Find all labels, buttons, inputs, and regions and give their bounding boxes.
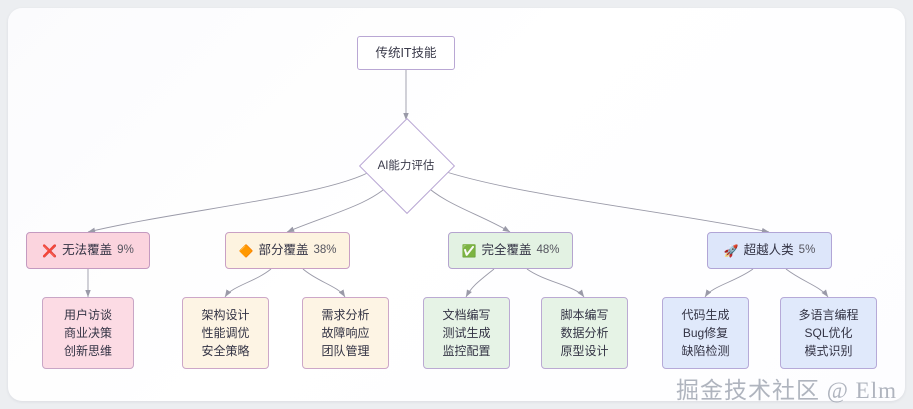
leaf-line: 用户访谈: [63, 308, 112, 322]
category-percent-1: 38%: [313, 243, 337, 256]
leaf-line: 多语言编程: [798, 308, 859, 322]
category-percent-0: 9%: [117, 243, 134, 256]
category-node-0[interactable]: ❌ 无法覆盖 9%: [26, 232, 150, 269]
leaf-line: 原型设计: [560, 344, 609, 358]
leaf-line: 团队管理: [321, 344, 370, 358]
category-node-2[interactable]: ✅ 完全覆盖 48%: [448, 232, 573, 269]
category-label-2: 完全覆盖: [481, 243, 532, 258]
leaf-line: Bug修复: [682, 326, 729, 340]
leaf-line: 代码生成: [681, 308, 730, 322]
node-root-label: 传统IT技能: [375, 45, 437, 60]
check-mark-icon: ✅: [461, 243, 477, 258]
leaf-node-2-0[interactable]: 文档编写 测试生成 监控配置: [423, 297, 510, 369]
rocket-icon: 🚀: [723, 243, 739, 258]
category-percent-3: 5%: [798, 243, 816, 256]
leaf-line: 安全策略: [201, 344, 250, 358]
leaf-node-2-1[interactable]: 脚本编写 数据分析 原型设计: [541, 297, 628, 369]
cross-mark-icon: ❌: [42, 243, 58, 258]
category-node-1[interactable]: 🔶 部分覆盖 38%: [225, 232, 350, 269]
leaf-line: 脚本编写: [560, 308, 609, 322]
leaf-line: 需求分析: [321, 308, 370, 322]
leaf-node-3-0[interactable]: 代码生成 Bug修复 缺陷检测: [662, 297, 749, 369]
watermark: 掘金技术社区 @ Elm: [675, 378, 897, 403]
orange-diamond-icon: 🔶: [238, 243, 254, 258]
category-label-0: 无法覆盖: [62, 243, 113, 258]
leaf-node-1-0[interactable]: 架构设计 性能调优 安全策略: [182, 297, 269, 369]
leaf-line: 缺陷检测: [681, 344, 730, 358]
leaf-line: 监控配置: [442, 344, 491, 358]
leaf-line: 故障响应: [321, 326, 370, 340]
leaf-line: 模式识别: [804, 344, 853, 358]
category-percent-2: 48%: [536, 243, 560, 256]
leaf-line: 数据分析: [560, 326, 609, 340]
category-node-3[interactable]: 🚀 超越人类 5%: [707, 232, 832, 269]
leaf-line: 测试生成: [442, 326, 491, 340]
node-decision[interactable]: AI能力评估: [358, 117, 456, 215]
leaf-node-1-1[interactable]: 需求分析 故障响应 团队管理: [302, 297, 389, 369]
leaf-line: 商业决策: [63, 326, 112, 340]
node-root[interactable]: 传统IT技能: [357, 36, 455, 70]
category-label-1: 部分覆盖: [258, 243, 309, 258]
leaf-line: 创新思维: [63, 344, 112, 358]
leaf-node-3-1[interactable]: 多语言编程 SQL优化 模式识别: [780, 297, 877, 369]
leaf-line: SQL优化: [804, 326, 853, 340]
node-decision-label: AI能力评估: [377, 160, 435, 172]
leaf-node-0-0[interactable]: 用户访谈 商业决策 创新思维: [42, 297, 134, 369]
category-label-3: 超越人类: [743, 243, 794, 258]
leaf-line: 架构设计: [201, 308, 250, 322]
leaf-line: 性能调优: [201, 326, 250, 340]
leaf-line: 文档编写: [442, 308, 491, 322]
